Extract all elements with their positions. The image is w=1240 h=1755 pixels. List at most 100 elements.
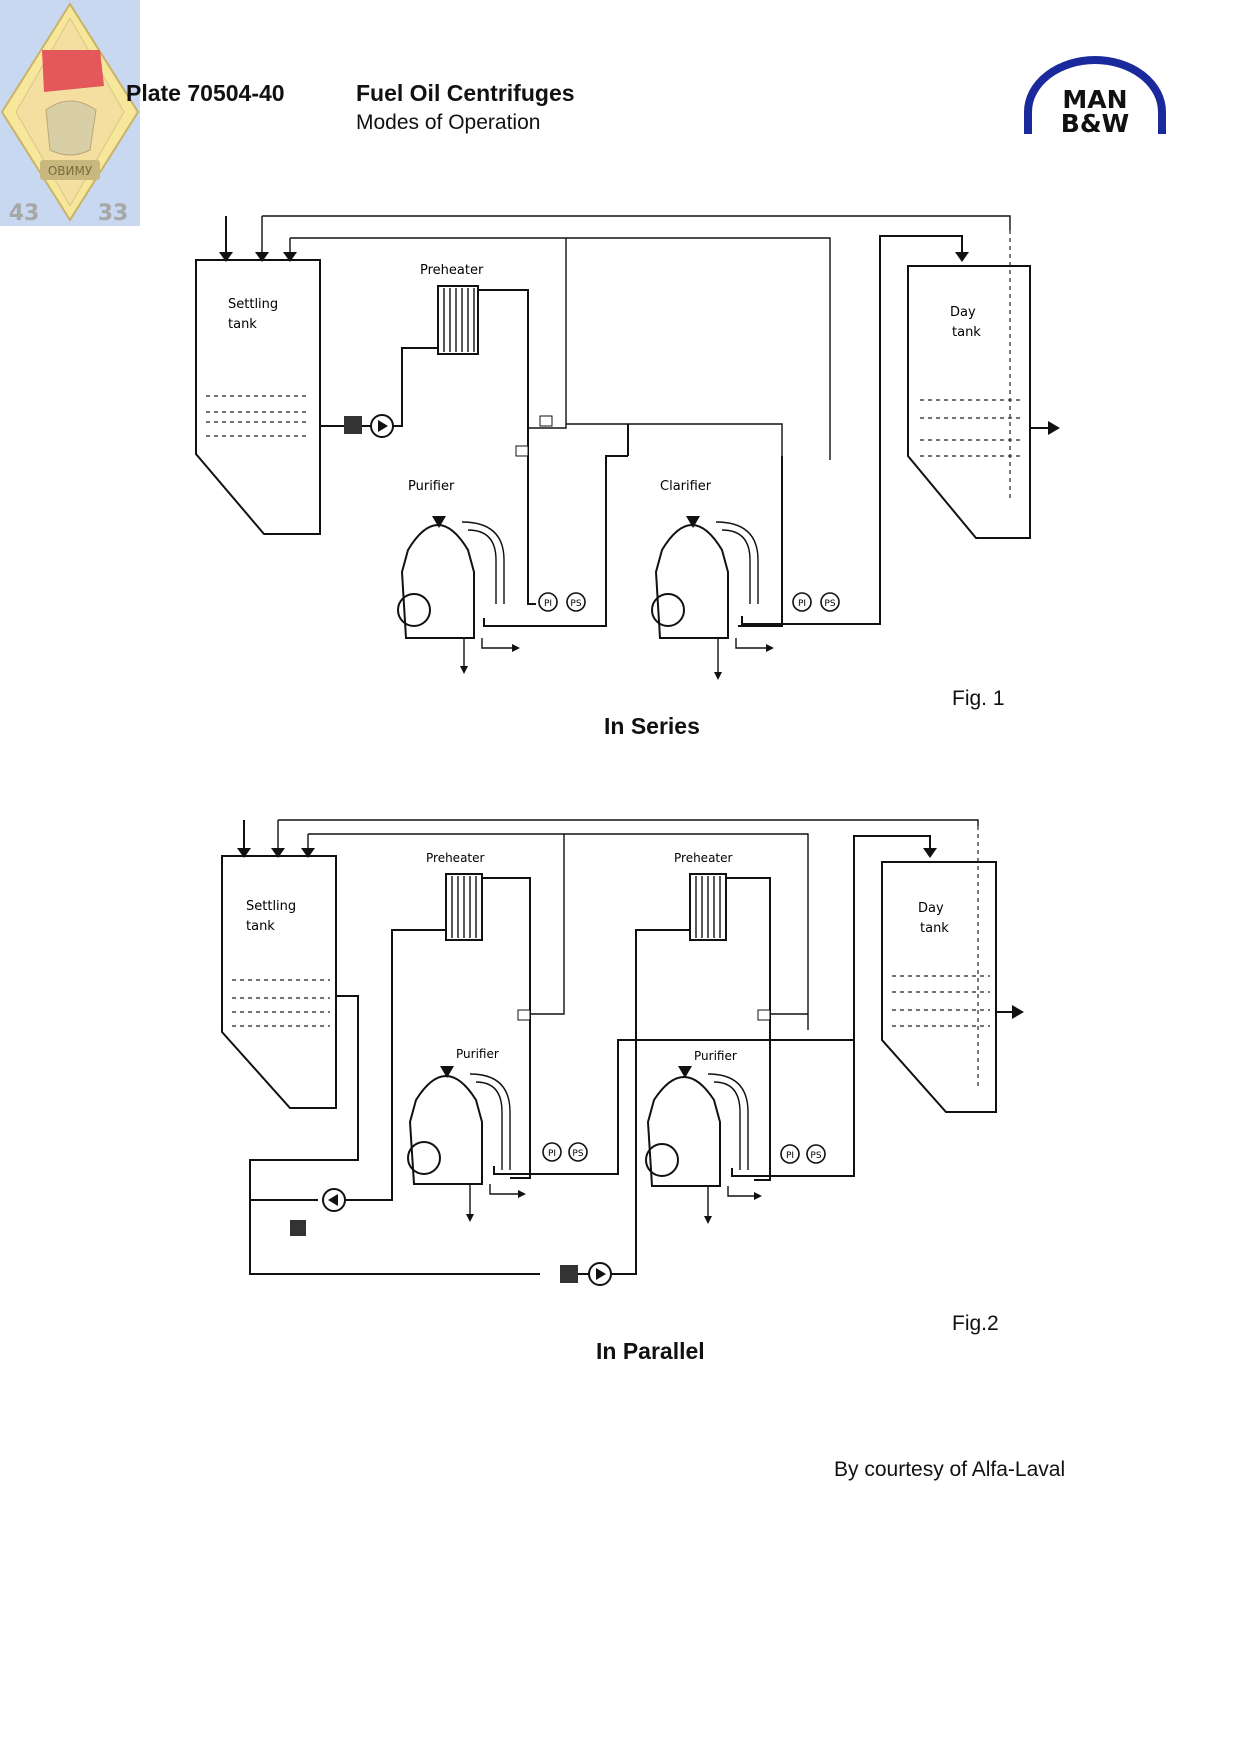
figure-1-label: Fig. 1: [952, 687, 1005, 710]
return-line-top: [262, 215, 1011, 230]
purifier-sludge-arrow-icon: [460, 666, 468, 674]
purifier-1-drain-arrow-icon: [518, 1190, 526, 1198]
logo-line2: B&W: [1061, 109, 1129, 138]
parallel-return-line-second: [308, 833, 809, 1030]
clarifier: Clarifier: [651, 479, 759, 639]
pi-gauge-1: [538, 592, 558, 612]
parallel-recirc-lines: [530, 834, 808, 1015]
logo-arc: [1024, 56, 1166, 134]
preheater-1-outlet: [482, 877, 531, 1179]
purifier-2-sludge-arrow-icon: [704, 1216, 712, 1224]
clarifier-label: Clarifier: [660, 479, 712, 494]
pump-2-to-preheater-2: [578, 929, 690, 1275]
pump-to-preheater-line: [362, 347, 438, 427]
preheater-1-label: Preheater: [426, 851, 485, 865]
badge-ribbon-text: ОВИМУ: [48, 164, 93, 178]
clarifier-drain-arrow-icon: [766, 644, 774, 652]
valve-icon-1: [515, 445, 529, 457]
pi-label-2: PI: [798, 599, 806, 609]
pump-2-arrow-icon: [596, 1268, 606, 1280]
filter-1-icon: [290, 1220, 306, 1236]
figure-1-title: In Series: [604, 713, 700, 739]
page-subtitle: Modes of Operation: [356, 111, 541, 134]
parallel-return-arrow-icon-2: [301, 848, 315, 858]
ps-gauge-4: [806, 1144, 826, 1164]
day-tank-label-1: Day: [950, 305, 976, 320]
parallel-suction-line: [249, 995, 540, 1275]
day-tank-parallel-label-2: tank: [920, 921, 949, 936]
ps-label-3: PS: [572, 1149, 583, 1159]
badge-ribbon: [40, 160, 100, 180]
preheater-label: Preheater: [420, 263, 484, 278]
purifier: Purifier: [397, 479, 505, 639]
pi-gauge-4: [780, 1144, 800, 1164]
man-bw-logo: MAN B&W: [1024, 56, 1166, 138]
purifier-2-drain: [727, 1186, 756, 1197]
purifier-1-drain: [489, 1184, 520, 1195]
day-tank: Day tank: [907, 230, 1031, 539]
ps-gauge-2: [820, 592, 840, 612]
figure-2-title: In Parallel: [596, 1338, 705, 1364]
parallel-return-line-top: [278, 819, 979, 826]
return-line-second: [290, 237, 831, 460]
valve-icon-2: [539, 415, 553, 427]
return-arrow-icon-1: [255, 252, 269, 262]
purifier-label: Purifier: [408, 479, 455, 494]
ps-label-2: PS: [824, 599, 835, 609]
purifier-1-label: Purifier: [456, 1047, 499, 1061]
settling-tank-parallel-label-1: Settling: [246, 899, 296, 914]
purifier-outlet-line: [483, 455, 628, 627]
settling-tank: Settling tank: [195, 259, 321, 535]
ps-label-4: PS: [810, 1151, 821, 1161]
courtesy-note: By courtesy of Alfa-Laval: [834, 1458, 1066, 1481]
purifier-2-drain-arrow-icon: [754, 1192, 762, 1200]
recirc-line-1: [528, 238, 567, 429]
pump-1-arrow-icon: [328, 1194, 338, 1206]
preheater-2-label: Preheater: [674, 851, 733, 865]
pi-label-1: PI: [544, 599, 552, 609]
settling-tank-label-2: tank: [228, 317, 257, 332]
badge-left-number: 43: [9, 201, 40, 226]
diagram-in-parallel: Settling tank Day tank Preheater Preheat…: [221, 819, 1024, 1286]
purifier-1-clean-line: [493, 1039, 620, 1175]
pi-gauge-2: [792, 592, 812, 612]
inlet-arrow-icon: [219, 252, 233, 262]
diagram-in-series: Settling tank Day tank Preheater Purifie…: [195, 215, 1060, 680]
settling-tank-label-1: Settling: [228, 297, 278, 312]
purifier-drain-line: [481, 638, 514, 649]
parallel-daytank-outlet-arrow-icon: [1012, 1005, 1024, 1019]
clarifier-drain-line: [735, 638, 768, 649]
purifier-2-label: Purifier: [694, 1049, 737, 1063]
parallel-daytank-inlet-arrow-icon: [923, 848, 937, 858]
preheater-2-outlet: [726, 877, 771, 1181]
day-tank-label-2: tank: [952, 325, 981, 340]
purifier-1: Purifier: [407, 1047, 511, 1185]
parallel-return-arrow-icon-1: [271, 848, 285, 858]
parallel-inlet-arrow-icon: [237, 848, 251, 858]
settling-tank-parallel-label-2: tank: [246, 919, 275, 934]
parallel-valve-icon-1: [517, 1009, 531, 1021]
ship-icon: [45, 100, 97, 156]
crossover-line: [566, 423, 783, 456]
plate-number: Plate 70504-40: [126, 80, 285, 106]
ps-gauge-3: [568, 1142, 588, 1162]
preheater: Preheater: [420, 263, 484, 355]
filter-icon: [344, 416, 362, 434]
pi-label-4: PI: [786, 1151, 794, 1161]
pi-gauge-3: [542, 1142, 562, 1162]
logo-line1: MAN: [1062, 85, 1127, 114]
pi-label-3: PI: [548, 1149, 556, 1159]
filter-2-icon: [560, 1265, 578, 1283]
daytank-inlet-arrow-icon: [955, 252, 969, 262]
day-tank-parallel-label-1: Day: [918, 901, 944, 916]
clarifier-to-daytank-line: [741, 235, 963, 625]
settling-tank-parallel: Settling tank: [221, 855, 337, 1109]
preheater-2: Preheater: [674, 851, 733, 941]
return-arrow-icon-2: [283, 252, 297, 262]
ps-label-1: PS: [570, 599, 581, 609]
clarifier-feed-line: [627, 424, 783, 627]
daytank-outlet-arrow-icon: [1048, 421, 1060, 435]
purifier-2-clean-line: [731, 1040, 855, 1177]
pump-1-to-preheater-1: [345, 929, 446, 1201]
purifier-2-to-daytank: [620, 835, 931, 1041]
